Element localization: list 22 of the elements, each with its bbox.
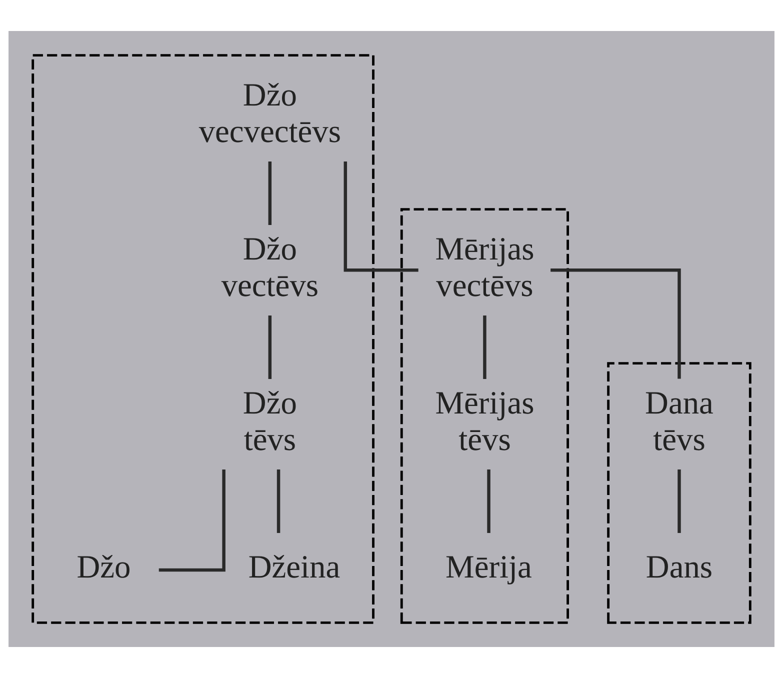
connector: [483, 315, 486, 380]
cluster: [400, 208, 569, 624]
connector: [268, 161, 272, 226]
node-text: Džo: [76, 550, 131, 586]
connector: [344, 161, 418, 272]
node-text: Džo tēvs: [242, 386, 297, 458]
connector: [158, 469, 226, 572]
node-text: Dana tēvs: [645, 386, 714, 458]
cluster: [607, 362, 752, 624]
connector: [678, 469, 681, 533]
node-text: Džo vecvectēvs: [198, 78, 341, 150]
connector: [268, 315, 272, 380]
connector: [550, 268, 681, 379]
connector: [487, 469, 490, 533]
connector: [276, 469, 280, 533]
node-text: Džeina: [248, 550, 340, 586]
node-text: Mērijas tēvs: [435, 386, 534, 458]
cluster: [32, 54, 374, 624]
node-text: Mērija: [446, 550, 532, 586]
node-text: Džo vectēvs: [221, 232, 319, 304]
node-text: Mērijas vectēvs: [435, 232, 534, 304]
node-text: Dans: [646, 550, 713, 586]
